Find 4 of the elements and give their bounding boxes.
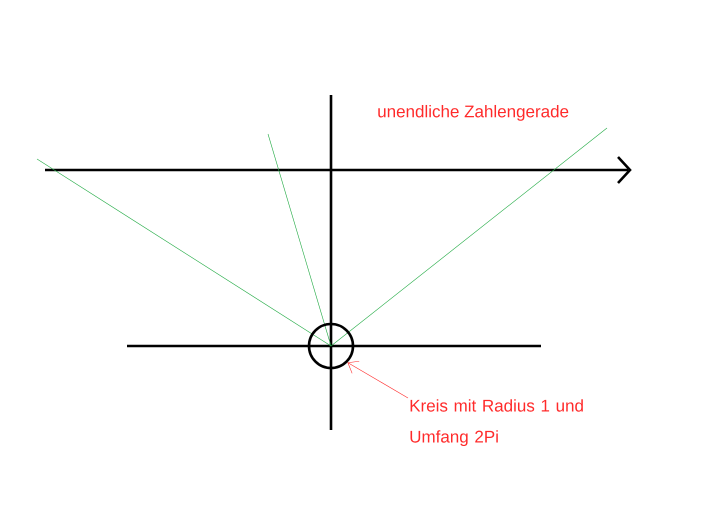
caption-text: Kreis mit Radius 1 und Umfang 2Pi (410, 399, 583, 446)
circle (308, 322, 354, 370)
axis-label: unendliche Zahlengerade (378, 104, 568, 121)
leader-line (347, 360, 408, 398)
